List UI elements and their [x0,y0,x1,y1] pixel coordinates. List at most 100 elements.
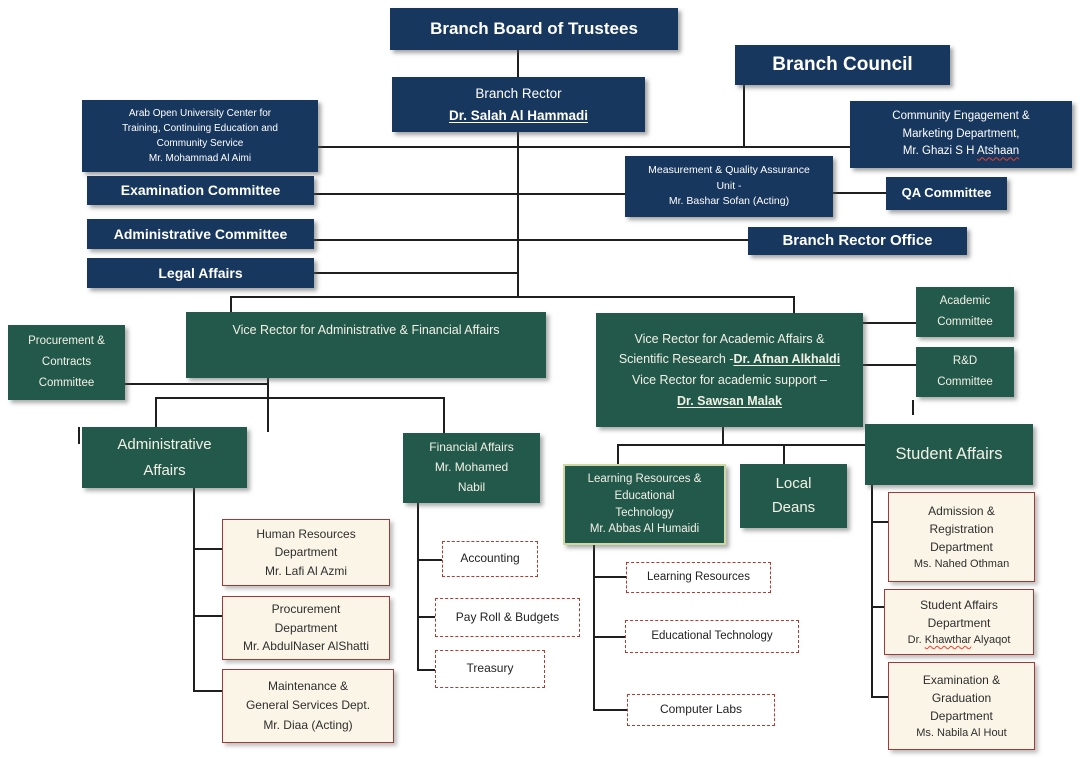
box-label: Pay Roll & Budgets [455,609,560,624]
box-examination-committee: Examination Committee [87,176,314,205]
connector-line [193,690,222,692]
box-line: Registration [929,521,994,536]
box-label: Accounting [460,551,520,566]
connector-line [871,696,888,698]
box-label: Branch Board of Trustees [430,18,638,38]
misspelled-word: Atshaan [976,145,1020,158]
connector-line [417,669,435,671]
person-name: Mr. Bashar Sofan (Acting) [668,195,790,208]
box-label: Educational Technology [651,630,773,643]
box-line: Committee [937,316,993,328]
box-human-resources-dept: Human Resources Department Mr. Lafi Al A… [222,519,390,586]
connector-line [743,85,745,147]
connector-line [863,322,916,324]
connector-line [417,503,419,670]
connector-line [912,400,914,415]
box-label: Branch Rector [475,85,562,101]
connector-line [230,296,793,298]
box-line: Training, Continuing Education and [122,123,278,134]
box-line: Community Engagement & [892,109,1030,122]
box-vice-rector-admin-financial: Vice Rector for Administrative & Financi… [186,312,546,378]
box-branch-council: Branch Council [735,45,950,85]
connector-line [593,576,626,578]
connector-line [417,616,435,618]
box-line: Human Resources [256,526,356,541]
box-line: R&D [952,355,978,368]
person-name: Dr. Afnan Alkhaldi [733,352,841,367]
box-accounting: Accounting [442,541,538,577]
connector-line [318,146,850,148]
person-name: Dr. Salah Al Hammadi [448,107,589,123]
box-label: Branch Rector Office [782,232,933,250]
connector-line [593,545,595,711]
box-line: Educational [614,489,675,502]
box-line: Administrative [117,436,212,453]
box-line: Measurement & Quality Assurance [648,163,810,176]
connector-line [793,296,795,313]
connector-line [314,272,518,274]
connector-line [193,488,195,691]
box-line: Department [930,708,993,723]
box-examination-graduation-dept: Examination & Graduation Department Ms. … [888,662,1035,750]
box-branch-rector: Branch Rector Dr. Salah Al Hammadi [392,77,645,132]
connector-line [517,50,519,77]
person-name: Mr. Abbas Al Humaidi [589,523,700,536]
box-treasury: Treasury [435,650,545,688]
connector-line [871,521,888,523]
box-line: Community Service [156,138,244,149]
box-line: Deans [771,499,816,516]
name-prefix: Dr. [907,633,925,646]
person-name: Ms. Nabila Al Hout [916,726,1007,739]
box-legal-affairs: Legal Affairs [87,258,314,288]
box-vice-rector-academic: Vice Rector for Academic Affairs & Scien… [596,313,863,427]
connector-line [193,615,222,617]
box-line: Contracts [41,355,92,368]
box-line: Department [274,545,338,560]
box-line: Vice Rector for academic support – [631,373,827,387]
connector-line [193,548,222,550]
box-maintenance-general-services: Maintenance & General Services Dept. Mr.… [222,669,394,743]
name-prefix: Mr. Ghazi S H [902,145,977,158]
box-branch-board-of-trustees: Branch Board of Trustees [390,8,678,50]
box-administrative-committee: Administrative Committee [87,219,314,249]
person-name: Dr. Sawsan Malak [677,393,782,408]
connector-line [155,397,157,427]
box-line: Graduation [931,690,992,705]
box-admission-registration-dept: Admission & Registration Department Ms. … [888,492,1035,582]
connector-line [314,239,748,241]
person-name: Dr. Khawthar Alyaqot [908,632,1011,649]
box-label: QA Committee [901,185,992,201]
box-line: Scientific Research -Dr. Afnan Alkhaldi [619,349,840,370]
box-line: Procurement [271,602,341,617]
box-student-affairs: Student Affairs [865,424,1033,485]
box-line: Arab Open University Center for [128,108,272,119]
person-name: Mr. Lafi Al Azmi [264,563,348,578]
box-line: Unit - [716,179,742,192]
box-line: Department [930,539,993,554]
box-label: Student Affairs [895,444,1003,463]
connector-line [593,636,625,638]
box-local-deans: Local Deans [740,464,847,528]
person-name: Mr. Mohamed [434,460,509,475]
connector-line [863,364,916,366]
box-measurement-qa-unit: Measurement & Quality Assurance Unit - M… [625,156,833,217]
connector-line [783,444,785,464]
connector-line [722,427,724,445]
box-line: General Services Dept. [245,698,371,713]
box-label: Vice Rector for Administrative & Financi… [232,323,500,337]
box-line: Committee [937,376,993,388]
connector-line [230,296,232,312]
box-administrative-affairs: Administrative Affairs [82,427,247,488]
box-line: Local [775,475,812,492]
box-label: Administrative Committee [113,225,288,242]
person-name: Ms. Nahed Othman [913,557,1010,570]
box-line: Procurement & [28,334,105,347]
box-learning-resources-edtech: Learning Resources & Educational Technol… [563,464,726,545]
box-computer-labs: Computer Labs [627,694,775,726]
box-label: Examination Committee [120,182,281,199]
box-procurement-contracts-committee: Procurement & Contracts Committee [8,325,125,400]
box-line: Learning Resources & [587,473,702,486]
connector-line [871,606,884,608]
box-educational-technology: Educational Technology [625,620,799,653]
